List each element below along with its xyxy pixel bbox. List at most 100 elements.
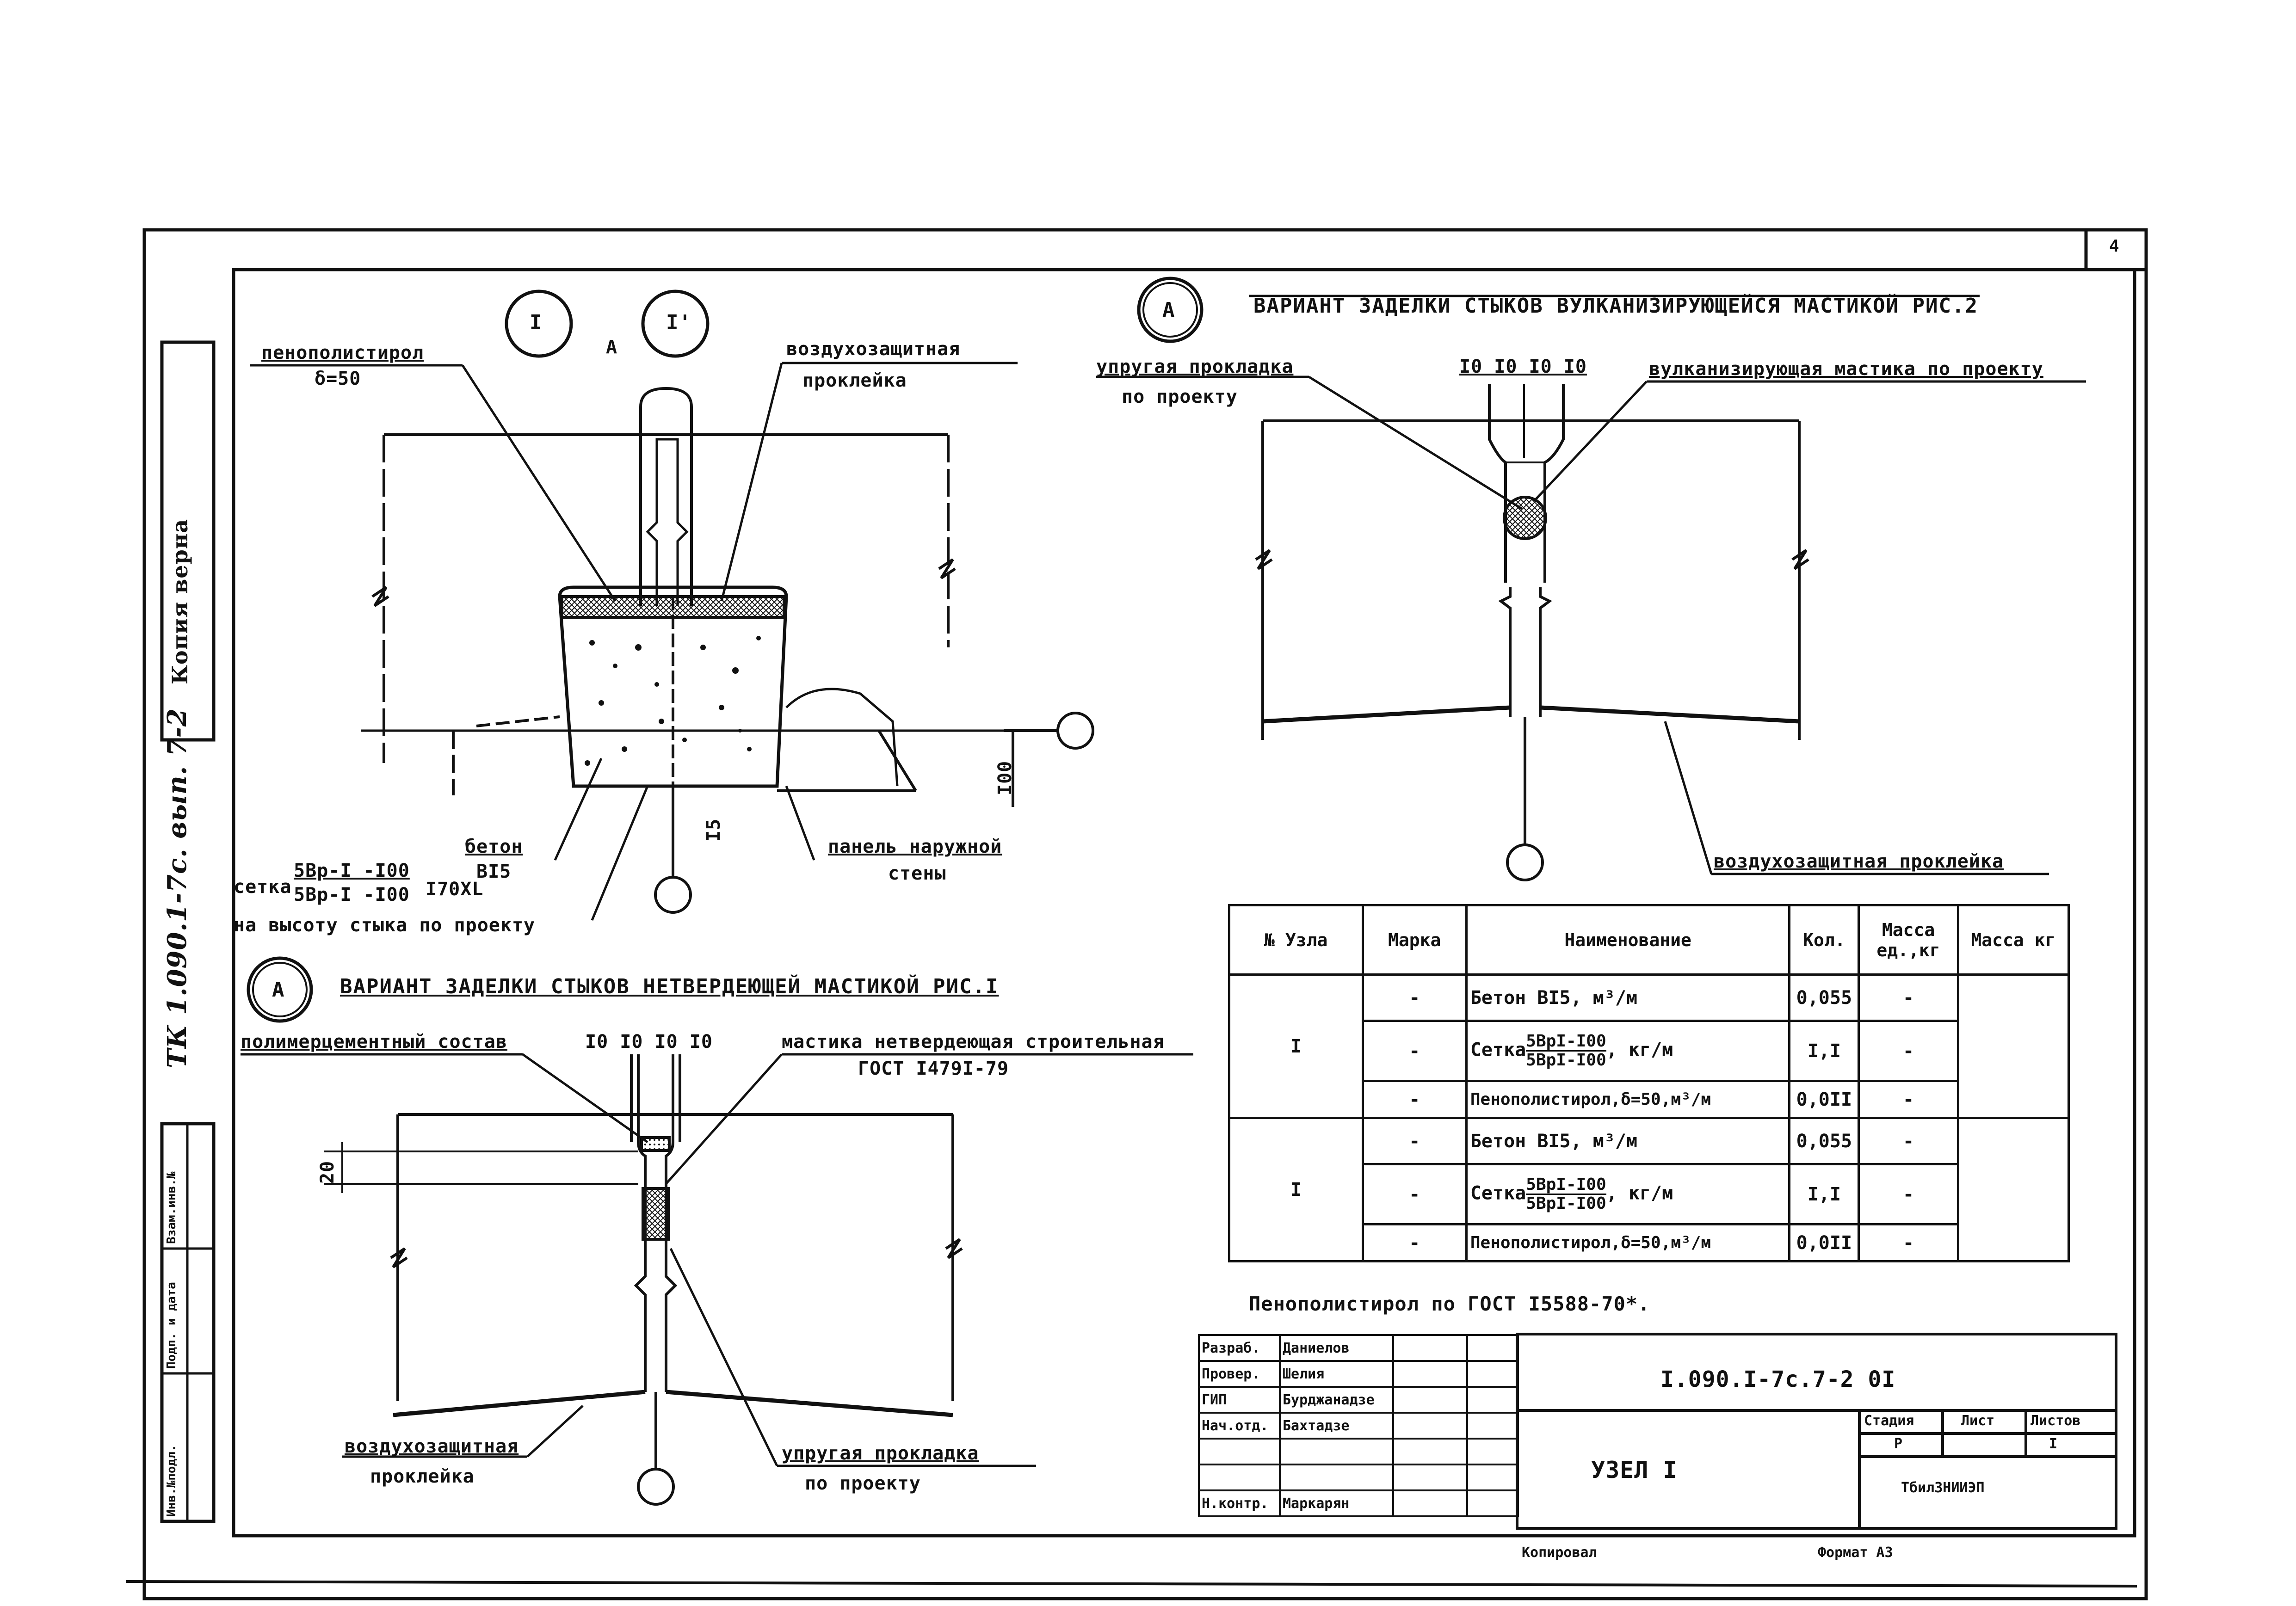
label-vozdukh-top: воздухозащитная	[786, 338, 961, 360]
node-cell: I	[1228, 1117, 1364, 1262]
mass-unit-cell: -	[1858, 1163, 1959, 1225]
arrow-label-a: А	[606, 337, 618, 358]
label-delta: δ=50	[315, 368, 361, 389]
stamp-signature	[1392, 1438, 1468, 1465]
mark-cell: -	[1361, 973, 1468, 1022]
stamp-signature	[1392, 1412, 1468, 1440]
dims-top-fig2: I0 I0 I0 I0	[1459, 356, 1587, 377]
mass-total-cell	[1957, 973, 2070, 1119]
stamp-name	[1279, 1464, 1394, 1491]
name-prefix: Сетка	[1470, 1182, 1526, 1204]
spec-header-row: № Узла Марка Наименование Кол. Масса ед.…	[1228, 904, 2070, 976]
circle-label-i-prime: I'	[666, 311, 691, 334]
mass-unit-cell: -	[1858, 973, 1959, 1022]
mass-total-cell	[1957, 1117, 2070, 1262]
stamp-name	[1279, 1438, 1394, 1465]
spec-footnote: Пенополистирол по ГОСТ I5588-70*.	[1249, 1292, 1650, 1315]
doc-code: I.090.I-7с.7-2 0I	[1660, 1366, 1896, 1392]
circle-label-a-right: А	[1162, 298, 1175, 322]
fig-bottom-left	[241, 956, 1193, 1506]
footer-format: Формат А3	[1818, 1544, 1893, 1561]
qty-cell: 0,055	[1788, 1117, 1860, 1165]
mass-unit-cell: -	[1858, 1223, 1959, 1262]
label-prokleika-top: проклейка	[802, 370, 907, 391]
label-penopolystyrol: пенополистирол	[261, 342, 424, 363]
node-cell: I	[1228, 973, 1364, 1119]
stamp-name: Маркарян	[1279, 1489, 1394, 1517]
label-po-proektu-bottom: по проекту	[805, 1473, 921, 1494]
label-beton: бетон	[465, 836, 523, 857]
dims-top-fig1: I0 I0 I0 I0	[585, 1031, 713, 1052]
stamp-date	[1466, 1360, 1519, 1388]
name-cell: Бетон BI5, м³/м	[1465, 1117, 1791, 1165]
mass-unit-cell: -	[1858, 1117, 1959, 1165]
stamp-name: Бахтадзе	[1279, 1412, 1394, 1440]
stamp-name: Даниелов	[1279, 1334, 1394, 1362]
label-b15: BI5	[476, 861, 512, 882]
label-vozdukh-right: воздухозащитная проклейка	[1714, 851, 2004, 872]
label-vulkan: вулканизирующая мастика по проекту	[1649, 358, 2043, 380]
title-fig1: ВАРИАНТ ЗАДЕЛКИ СТЫКОВ НЕТВЕРДЕЮЩЕЙ МАСТ…	[340, 975, 999, 998]
label-steny: стены	[888, 863, 946, 884]
spec-header-qty: Кол.	[1788, 904, 1860, 976]
title-fig2: ВАРИАНТ ЗАДЕЛКИ СТЫКОВ ВУЛКАНИЗИРУЮЩЕЙСЯ…	[1253, 294, 1978, 318]
stamp-signature	[1392, 1489, 1468, 1517]
mark-cell: -	[1361, 1117, 1468, 1165]
stamp-date	[1466, 1489, 1519, 1517]
qty-cell: I,I	[1788, 1163, 1860, 1225]
circle-label-i: I	[530, 311, 543, 334]
table-row: I - Бетон BI5, м³/м 0,055 -	[1228, 1117, 2070, 1262]
fraction-num: 5ВрI-I00	[1526, 1175, 1606, 1195]
label-po-proektu-right: по проекту	[1122, 386, 1238, 407]
label-mastika: мастика нетвердеющая строительная	[782, 1031, 1165, 1052]
mark-cell: -	[1361, 1080, 1468, 1119]
spec-table: № Узла Марка Наименование Кол. Масса ед.…	[1228, 904, 2070, 1262]
fig-top-left	[250, 289, 1094, 921]
fraction-den: 5ВрI-I00	[1526, 1194, 1606, 1213]
table-row: I - Бетон BI5, м³/м 0,055 -	[1228, 973, 2070, 1119]
stamp-signature	[1392, 1386, 1468, 1414]
fraction-num: 5ВрI-I00	[1526, 1032, 1606, 1052]
drawing-title: УЗЕЛ I	[1591, 1457, 1678, 1483]
outer-frame	[142, 228, 2148, 1600]
org-name: ТбилЗНИИЭП	[1901, 1480, 1985, 1496]
stamp-role: ГИП	[1198, 1386, 1281, 1414]
label-panel: панель наружной	[828, 836, 1002, 857]
stamp-date	[1466, 1334, 1519, 1362]
qty-cell: 0,0II	[1788, 1080, 1860, 1119]
label-prokleika-bottom: проклейка	[370, 1466, 475, 1487]
stage-value: Р	[1894, 1436, 1903, 1452]
stamp-date	[1466, 1386, 1519, 1414]
label-polimer: полимерцементный состав	[241, 1031, 507, 1052]
stamp-name: Бурджанадзе	[1279, 1386, 1394, 1414]
stamp-role	[1198, 1438, 1281, 1465]
name-cell: Бетон BI5, м³/м	[1465, 973, 1791, 1022]
sheets-value: I	[2049, 1436, 2058, 1452]
qty-cell: 0,0II	[1788, 1223, 1860, 1262]
stage-header: Стадия	[1864, 1413, 1914, 1429]
name-cell: Пенополистирол,δ=50,м³/м	[1465, 1223, 1791, 1262]
setka-den: 5Вр-I -I00	[294, 884, 410, 905]
footer-copied: Копировал	[1522, 1544, 1597, 1561]
mark-cell: -	[1361, 1223, 1468, 1262]
fig-top-right	[1096, 277, 2086, 881]
spec-header-name: Наименование	[1465, 904, 1791, 976]
copy-stamp-box	[160, 340, 216, 742]
sheets-header: Листов	[2031, 1413, 2081, 1429]
fraction-den: 5ВрI-I00	[1526, 1051, 1606, 1070]
label-setka: сетка	[234, 876, 292, 898]
mass-unit-cell: -	[1858, 1020, 1959, 1082]
stamp-role: Провер.	[1198, 1360, 1281, 1388]
spec-header-mass: Масса кг	[1957, 904, 2070, 976]
spec-header-mass-unit: Масса ед.,кг	[1858, 904, 1959, 976]
setka-suffix: I70XL	[426, 879, 484, 900]
stamp-name: Шелия	[1279, 1360, 1394, 1388]
name-suffix: , кг/м	[1606, 1039, 1673, 1061]
